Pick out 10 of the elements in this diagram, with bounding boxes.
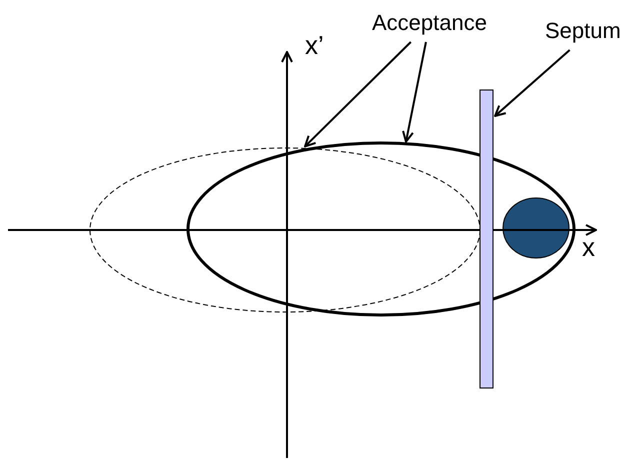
axis-label: x (582, 234, 595, 260)
acceptance-label: Acceptance (372, 12, 487, 34)
leader-arrow (402, 42, 427, 143)
leader-arrow (304, 41, 412, 148)
acceptance-ellipse (186, 142, 576, 316)
septum-label: Septum (545, 20, 621, 42)
septum-bar (480, 90, 494, 388)
leader-arrow (494, 49, 570, 117)
axis-label: x’ (305, 32, 324, 58)
dashed-ellipse (90, 148, 480, 312)
